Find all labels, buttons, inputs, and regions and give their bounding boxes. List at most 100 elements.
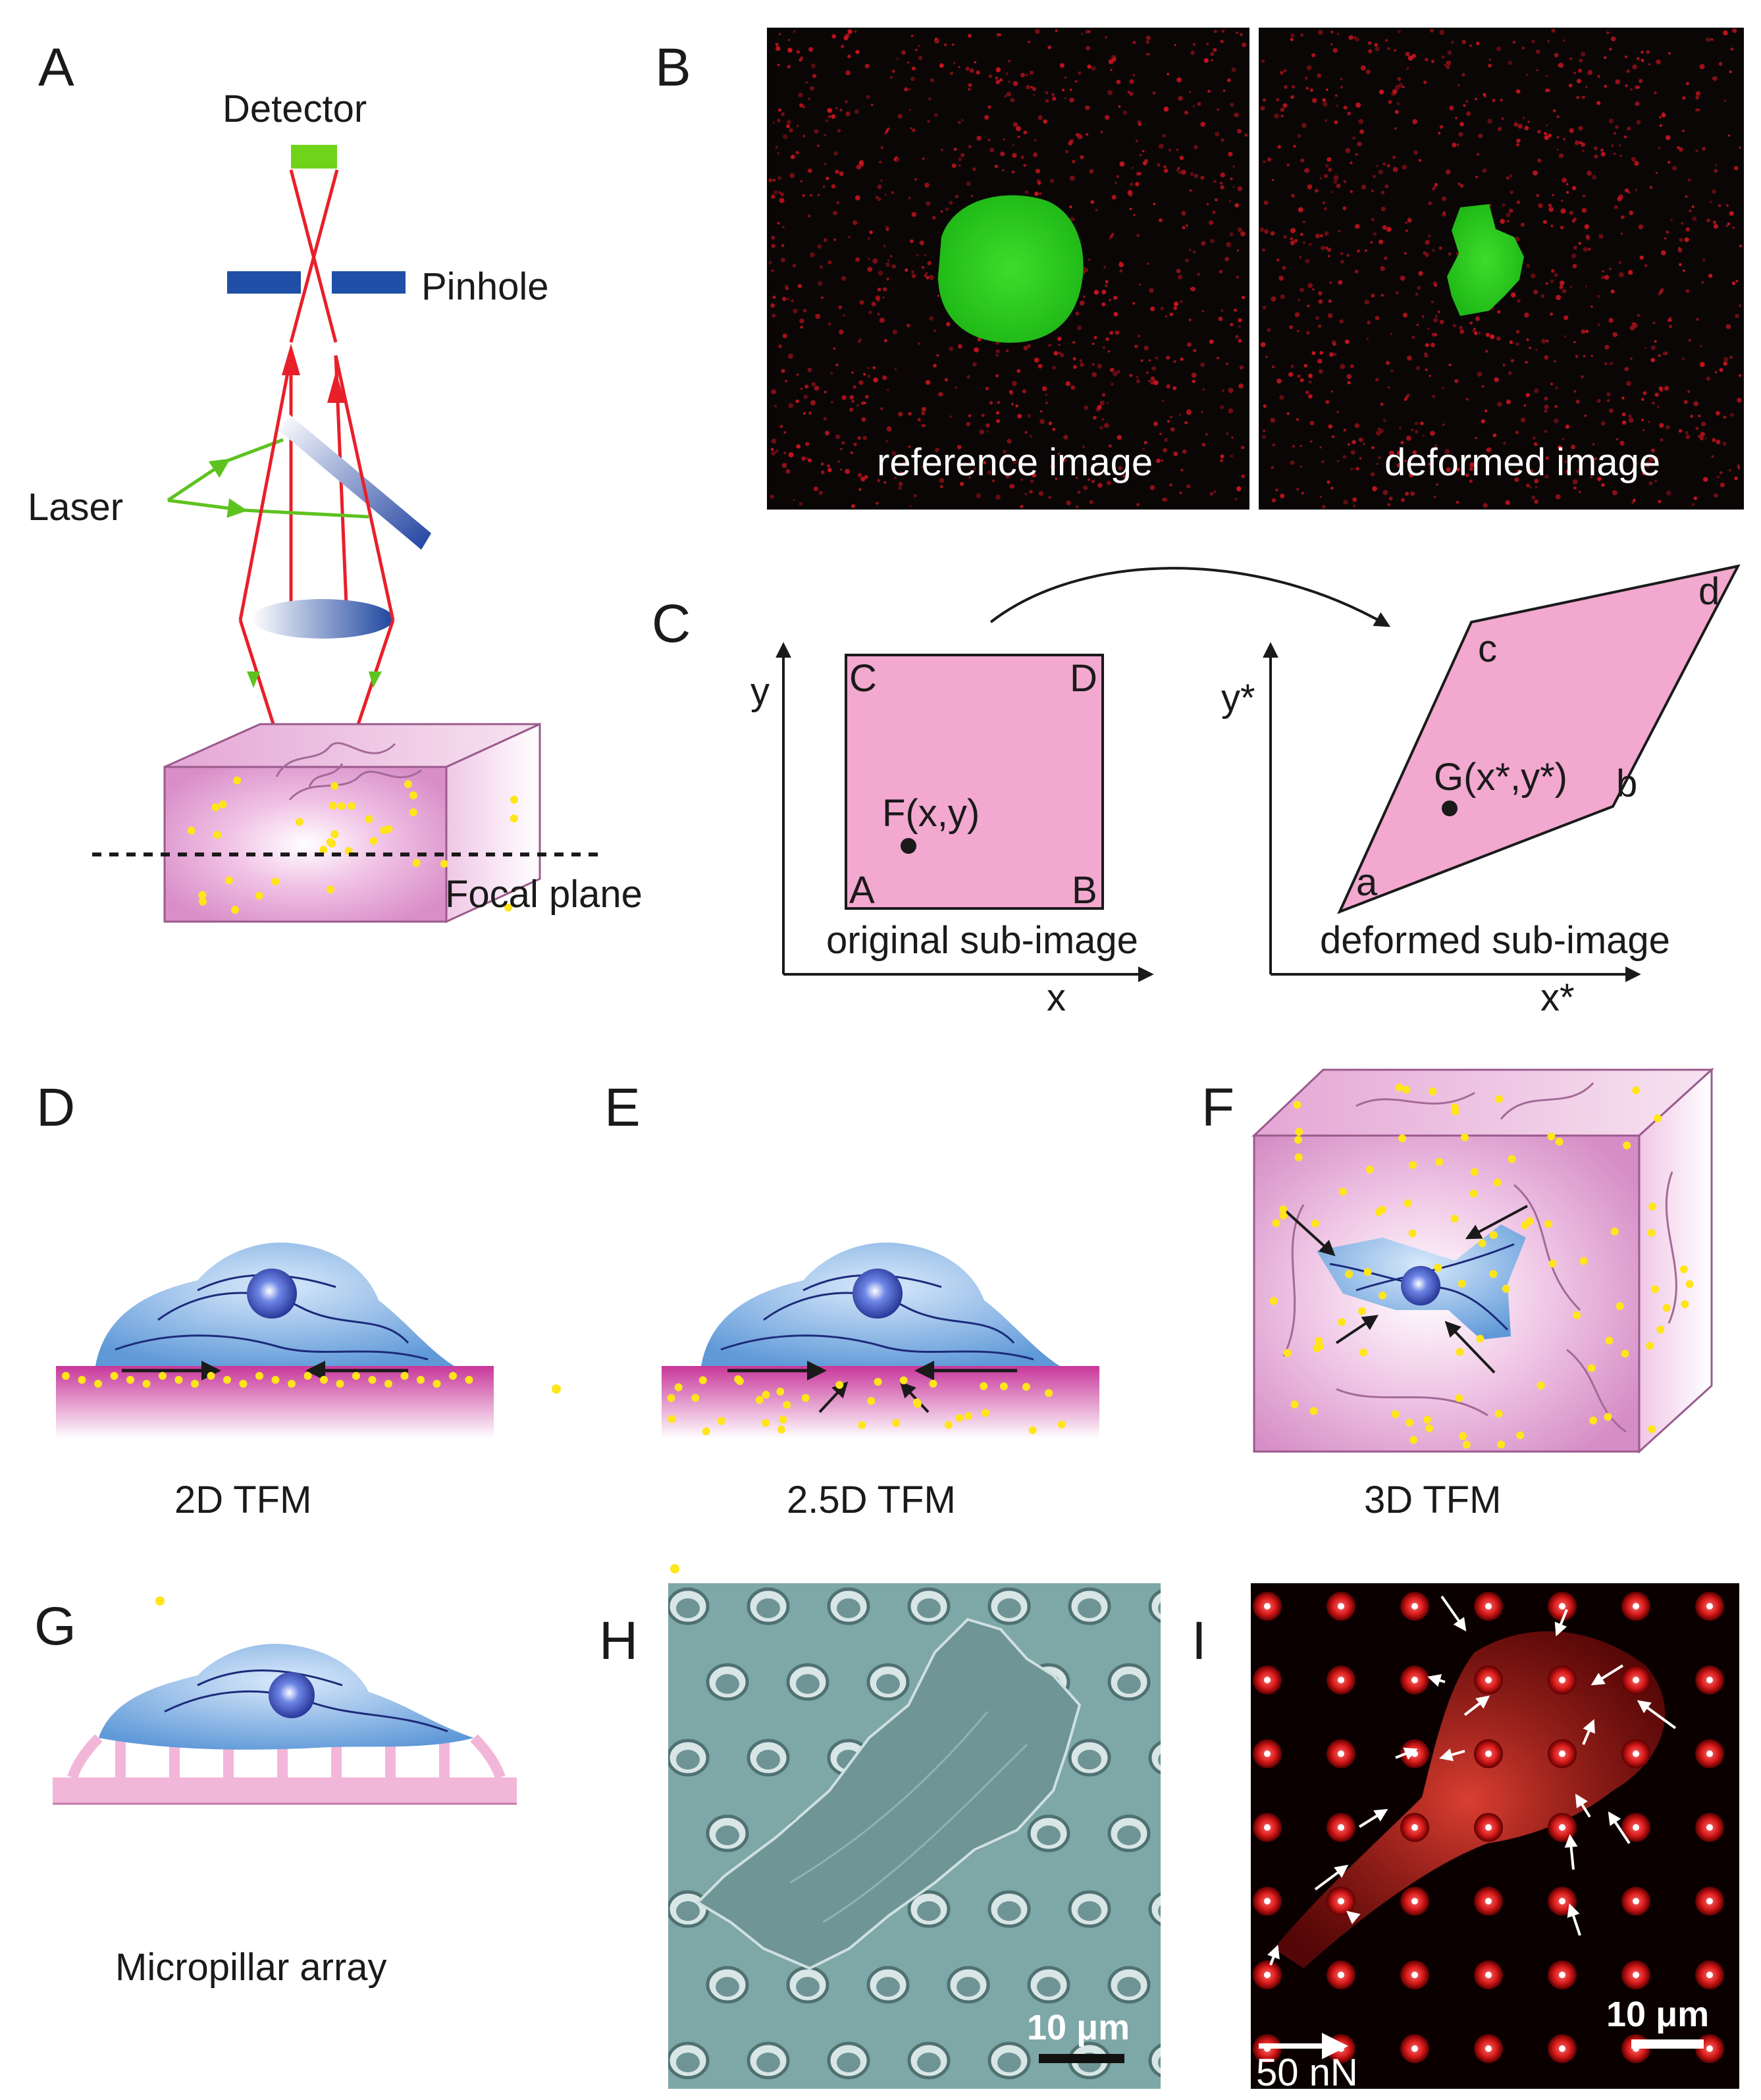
bead: [1666, 230, 1669, 234]
bead: [1353, 36, 1357, 39]
bead: [1219, 182, 1223, 185]
pillar-center: [1485, 1972, 1492, 1978]
bead: [1391, 1410, 1400, 1419]
bead: [1032, 87, 1037, 92]
bead: [1334, 94, 1338, 97]
bead: [1509, 174, 1513, 178]
bead: [1217, 108, 1220, 111]
bead: [1604, 1413, 1612, 1421]
bead: [1218, 317, 1223, 321]
bead: [964, 461, 967, 465]
bead: [921, 465, 924, 469]
bead: [1579, 1257, 1588, 1265]
bead: [1706, 37, 1711, 42]
bead: [1525, 361, 1528, 364]
bead: [1445, 169, 1451, 174]
bead: [1033, 94, 1036, 97]
pillar-center: [1706, 1824, 1713, 1831]
bead: [1306, 65, 1312, 70]
bead: [1265, 355, 1268, 359]
bead: [982, 1409, 990, 1417]
bead: [1521, 46, 1525, 50]
bead: [965, 66, 970, 71]
panel-g-label: G: [34, 1596, 76, 1656]
bead: [1402, 86, 1405, 89]
bead: [1201, 241, 1206, 246]
bead: [352, 1372, 360, 1380]
bead: [1390, 369, 1394, 373]
bead: [1222, 389, 1224, 392]
bead: [866, 95, 870, 99]
sem-pillar-top: [1037, 1825, 1061, 1845]
bead: [1614, 205, 1618, 209]
bead: [1642, 471, 1646, 476]
bead: [773, 178, 776, 182]
bead: [1406, 229, 1408, 232]
bead: [1407, 355, 1412, 361]
bead: [1485, 332, 1490, 337]
bead: [968, 88, 971, 91]
bead: [1610, 289, 1615, 294]
bead: [1119, 261, 1122, 265]
bead: [1693, 496, 1698, 500]
traction-arrow: [1335, 1315, 1379, 1344]
point-g-marker: [1442, 801, 1458, 816]
bead: [1572, 263, 1577, 269]
bead: [1506, 399, 1511, 405]
pillar-center: [1338, 1677, 1344, 1683]
bead: [1359, 129, 1364, 134]
bead: [1691, 205, 1695, 208]
bead: [1317, 358, 1323, 364]
bead: [762, 1419, 770, 1427]
bead: [1300, 33, 1304, 37]
bead: [1190, 286, 1196, 292]
bead: [938, 392, 943, 397]
bead: [1135, 140, 1138, 142]
bead: [1641, 398, 1644, 401]
bead: [1234, 203, 1240, 208]
bead: [1734, 476, 1738, 481]
bead: [1330, 486, 1334, 490]
bead: [917, 44, 920, 47]
bead: [1429, 431, 1435, 436]
bead: [1070, 385, 1076, 390]
bead: [1416, 323, 1419, 327]
panel-a: A Detector Pinhole Laser: [28, 38, 643, 924]
bead: [1493, 1178, 1502, 1187]
bead: [793, 498, 795, 502]
bead: [1462, 1440, 1471, 1449]
bead: [1057, 336, 1062, 341]
original-sub-image: [845, 654, 1104, 910]
bead: [1558, 63, 1564, 68]
bead: [1382, 419, 1386, 423]
bead: [1413, 150, 1418, 155]
bead: [1571, 444, 1575, 450]
bead: [1737, 398, 1742, 403]
bead: [939, 477, 945, 483]
bead: [1615, 79, 1621, 85]
bead: [1520, 223, 1525, 227]
bead: [1563, 138, 1565, 141]
bead: [883, 481, 887, 484]
bead: [1641, 418, 1644, 421]
bead: [1515, 89, 1521, 94]
bead: [255, 891, 263, 900]
bead: [955, 1413, 964, 1422]
bead: [808, 458, 812, 463]
bead: [1488, 64, 1492, 68]
bead: [1340, 259, 1344, 264]
bead: [1604, 362, 1608, 365]
bead: [1237, 186, 1243, 192]
bead: [872, 366, 876, 370]
bead: [1402, 165, 1407, 170]
bead: [1698, 414, 1701, 417]
bead: [1116, 369, 1120, 374]
bead: [1384, 39, 1388, 42]
bead: [1637, 313, 1641, 317]
bead: [1465, 473, 1469, 477]
bead: [1685, 431, 1689, 434]
bead: [1442, 386, 1444, 389]
bead: [908, 412, 912, 416]
bead: [825, 119, 829, 122]
bead: [1342, 455, 1347, 459]
